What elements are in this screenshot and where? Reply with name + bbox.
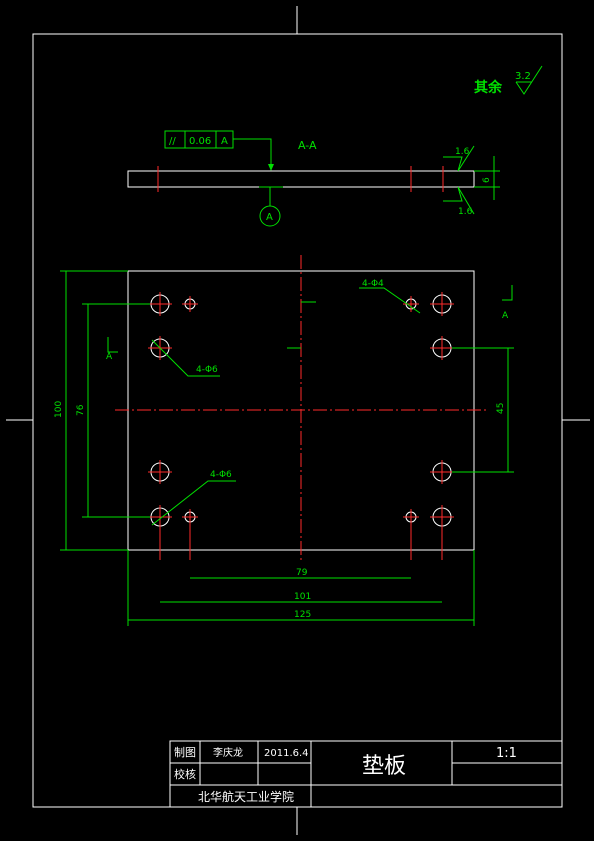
holes [148,292,454,560]
section-view: A-A // 0.06 A A 6 1.6 1.6 [127,130,500,227]
tolerance-value: 0.06 [189,136,211,147]
drawn-by-name: 李庆龙 [213,746,243,759]
dim-45: 45 [496,403,506,414]
dim-101: 101 [294,592,311,602]
callout-4-phi6-upper: 4-Φ6 [196,365,218,375]
view-marker-left: A [106,352,113,362]
tolerance-datum: A [221,136,228,147]
section-roughness-bottom: 1.6 [458,207,473,217]
dim-76: 76 [76,404,86,416]
tolerance-symbol: // [169,136,176,147]
roughness-note-value: 3.2 [515,71,531,82]
dim-100: 100 [54,401,64,418]
section-roughness-top: 1.6 [455,147,470,157]
drawn-by-label: 制图 [174,746,196,759]
section-thickness: 6 [482,177,492,183]
datum-label: A [266,212,273,223]
section-plate [127,170,475,188]
section-label: A-A [298,139,317,152]
part-name: 垫板 [362,754,406,779]
callout-4-phi4: 4-Φ4 [362,279,384,289]
roughness-note: 其余 3.2 [474,65,543,96]
dim-125: 125 [294,610,311,620]
plan-view: A A [54,255,514,626]
view-marker-right: A [502,311,509,321]
title-block: 制图 李庆龙 2011.6.4 校核 垫板 1:1 北华航天工业学院 [169,740,563,808]
roughness-note-label: 其余 [474,79,503,96]
dim-79: 79 [296,568,308,578]
sheet-border [6,6,590,835]
date: 2011.6.4 [264,748,309,759]
school: 北华航天工业学院 [198,789,294,804]
callout-4-phi6-lower: 4-Φ6 [210,470,232,480]
scale: 1:1 [496,746,517,761]
checked-by-label: 校核 [174,767,196,781]
